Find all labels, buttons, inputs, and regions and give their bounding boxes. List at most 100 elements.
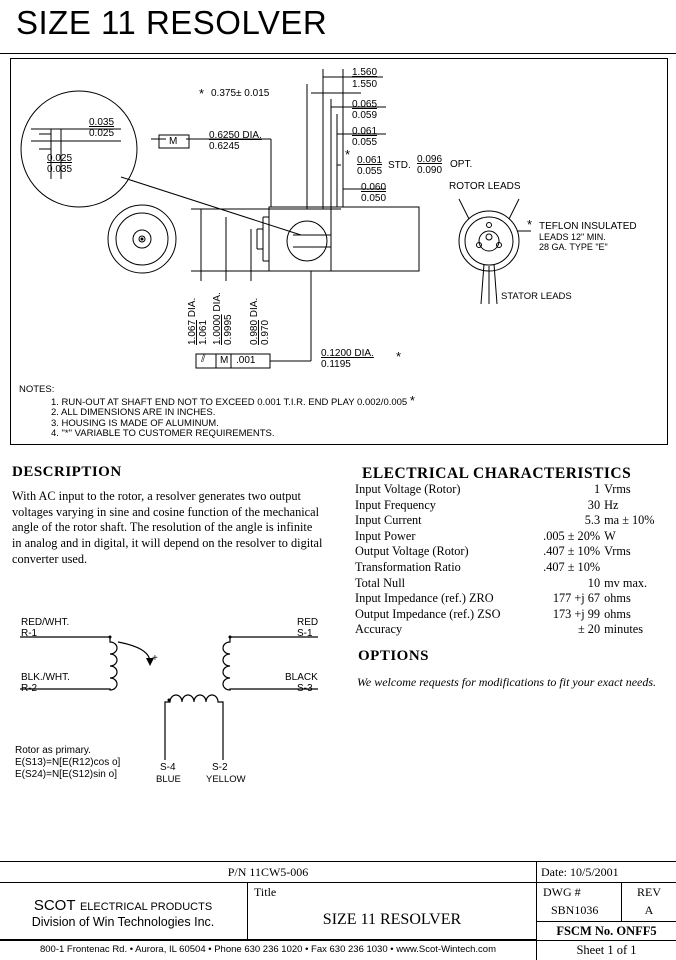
address: 800-1 Frontenac Rd. • Aurora, IL 60504 •…	[39, 944, 497, 955]
rev-value: A	[644, 903, 654, 917]
dim-overall-bot: 1.550	[352, 79, 378, 90]
address-cell: 800-1 Frontenac Rd. • Aurora, IL 60504 •…	[0, 940, 537, 960]
param-name: Output Impedance (ref.) ZSO	[355, 606, 501, 621]
dia1-bot: 1.061	[198, 319, 209, 345]
dim-opt-bot: 0.090	[417, 165, 443, 176]
notes-title: NOTES:	[19, 384, 55, 395]
shaft-dia-bot: 0.1195	[321, 359, 351, 370]
plus-sign: +	[152, 653, 158, 664]
param-name: Input Power	[355, 528, 416, 543]
dim-opt: OPT.	[450, 159, 473, 170]
datum-label: M	[169, 136, 178, 147]
page-header: SIZE 11 RESOLVER	[0, 0, 676, 54]
star-mark: *	[199, 86, 205, 101]
table-row: Output Voltage (Rotor).407 ± 10%Vrms	[355, 544, 665, 560]
dim-5-top: 0.060	[361, 182, 387, 193]
teflon-line2: LEADS 12" MIN.	[539, 232, 606, 242]
r2-color-label: BLK./WHT.	[21, 672, 70, 683]
param-unit: ohms	[604, 606, 631, 621]
param-value: 1	[593, 482, 601, 496]
tol-value: .001	[236, 355, 256, 366]
detail-dim-bot2: 0.035	[47, 164, 73, 175]
company-sub: ELECTRICAL PRODUCTS	[79, 901, 213, 913]
param-unit: W	[604, 528, 616, 543]
date-cell: Date: 10/5/2001	[536, 861, 676, 883]
detail-dim-top1: 0.035	[89, 117, 115, 128]
electrical-heading: ELECTRICAL CHARACTERISTICS	[362, 465, 632, 482]
schematic-svg	[20, 635, 318, 760]
title-label: Title	[254, 885, 277, 899]
detail-dim-top2: 0.025	[89, 128, 115, 139]
description-heading: DESCRIPTION	[12, 464, 122, 480]
param-value: 10	[587, 575, 601, 590]
side-body	[268, 206, 332, 272]
table-row: Transformation Ratio.407 ± 10%	[355, 560, 665, 576]
note-1: 1. RUN-OUT AT SHAFT END NOT TO EXCEED 0.…	[51, 392, 415, 408]
company-line: SCOT ELECTRICAL PRODUCTS	[0, 897, 246, 915]
outline-drawing-svg	[20, 69, 531, 369]
s1-color-label: RED	[297, 617, 319, 628]
param-value: .005 ± 20%	[543, 528, 601, 543]
company-name: SCOT	[33, 897, 76, 914]
stator-coil-13	[222, 636, 318, 691]
schematic: RED/WHT. R-1 BLK./WHT. R-2 + RED S-1 BLA…	[0, 600, 340, 820]
pn-cell: P/N 11CW5-006	[0, 861, 537, 883]
dim-5-bot: 0.050	[361, 193, 387, 204]
pilot-dia-bot: 0.6245	[209, 141, 240, 152]
dim-2-bot: 0.059	[352, 110, 378, 121]
tol-datum: M	[220, 355, 229, 366]
param-name: Output Voltage (Rotor)	[355, 544, 469, 559]
param-value: 5.3	[584, 513, 601, 528]
note-2: 2. ALL DIMENSIONS ARE IN INCHES.	[51, 407, 216, 418]
pilot-dia-top: 0.6250 DIA.	[209, 130, 262, 141]
rotor-primary-note: Rotor as primary.	[15, 745, 91, 756]
s2-label: S-2	[212, 762, 228, 773]
title-cell: Title SIZE 11 RESOLVER	[247, 882, 537, 940]
param-name: Input Current	[355, 513, 422, 528]
param-name: Input Voltage (Rotor)	[355, 482, 461, 496]
s1-label: S-1	[297, 628, 313, 639]
sheet-cell: Sheet 1 of 1	[536, 940, 676, 960]
detail-circle	[20, 90, 138, 208]
runout-symbol-icon: ⫽	[201, 354, 206, 365]
param-unit: Vrms	[604, 482, 631, 496]
page-title: SIZE 11 RESOLVER	[16, 4, 328, 41]
rev-cell: REV A	[621, 882, 676, 922]
r1-label: R-1	[21, 628, 38, 639]
note-3: 3. HOUSING IS MADE OF ALUMINUM.	[51, 417, 219, 429]
options-heading: OPTIONS	[358, 648, 430, 664]
param-value: .407 ± 10%	[543, 559, 601, 574]
s2-color: YELLOW	[206, 774, 246, 785]
dia3-bot: 0.970	[260, 319, 271, 345]
dia3-top: 0.980	[249, 319, 260, 345]
param-unit: ma ± 10%	[604, 513, 655, 528]
dim-2-top: 0.065	[352, 99, 378, 110]
dim-shaft-length: 0.375± 0.015	[211, 88, 270, 99]
dim-4-top: 0.061	[357, 155, 383, 166]
param-unit: Hz	[604, 497, 619, 512]
star-mark: *	[396, 349, 402, 364]
options-text: We welcome requests for modifications to…	[357, 675, 657, 689]
dia-suffix: DIA.	[187, 297, 198, 318]
company-cell: SCOT ELECTRICAL PRODUCTS Division of Win…	[0, 882, 248, 940]
rotor-coil	[20, 636, 118, 691]
s3-label: S-3	[297, 683, 313, 694]
r1-color-label: RED/WHT.	[21, 617, 70, 628]
s4-color: BLUE	[156, 774, 181, 785]
param-unit: ohms	[604, 591, 631, 606]
mechanical-drawing: 1.560 1.550 * 0.375± 0.015 0.065 0.059 0…	[10, 58, 668, 445]
fscm: FSCM No. ONFF5	[556, 924, 657, 938]
dim-4-bot: 0.055	[357, 166, 383, 177]
star-mark: *	[527, 217, 533, 232]
param-name: Accuracy	[355, 622, 403, 637]
stator-leads-label: STATOR LEADS	[501, 291, 572, 302]
title-block: P/N 11CW5-006 Date: 10/5/2001 SCOT ELECT…	[0, 861, 676, 960]
part-number: P/N 11CW5-006	[227, 865, 309, 879]
description-text: With AC input to the rotor, a resolver g…	[12, 489, 323, 566]
